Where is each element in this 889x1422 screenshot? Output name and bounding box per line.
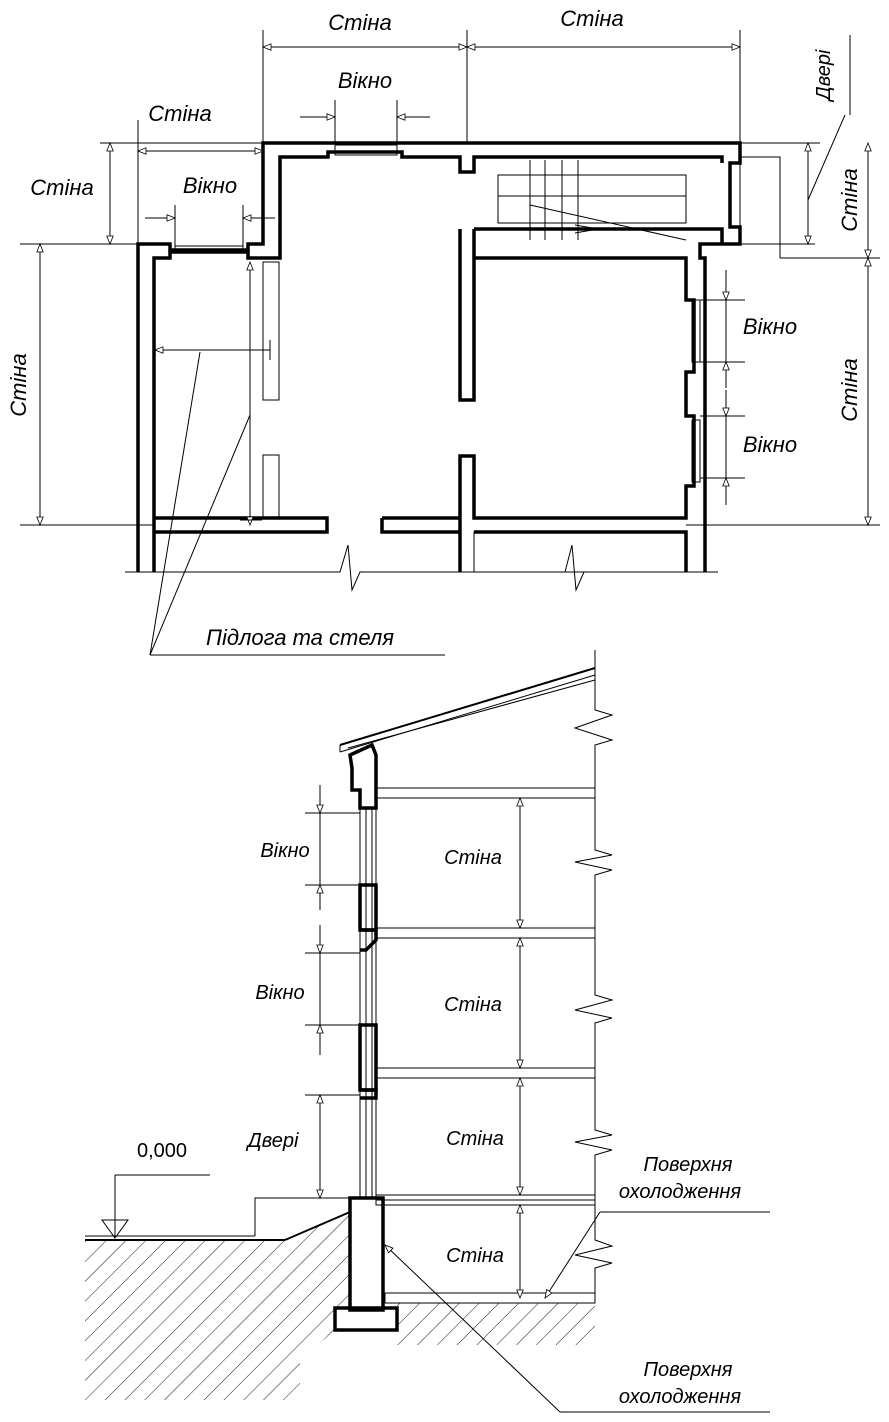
section-window-2-label: Вікно: [255, 982, 304, 1004]
plan-window-right-2: [691, 419, 701, 483]
plan-right-wall-long-label: Стіна: [837, 358, 862, 421]
plan-top-wall-right-label: Стіна: [560, 6, 623, 31]
section-right-break: [573, 650, 614, 1300]
section-ground: [85, 1197, 595, 1400]
building-section: 0,000 Вікно Вікно Двері Стіна: [85, 650, 770, 1413]
plan-right-window-1-label: Вікно: [743, 314, 797, 339]
plan-left-wall-top-label: Стіна: [148, 101, 211, 126]
plan-right-window-2-label: Вікно: [743, 432, 797, 457]
plan-top-wall-left-label: Стіна: [328, 10, 391, 35]
plan-strip-1: [262, 261, 280, 401]
plan-partition-lower: [458, 256, 696, 572]
section-floor-slabs: [375, 787, 596, 1304]
plan-left-window-label: Вікно: [183, 173, 237, 198]
plan-strip-2: [262, 454, 280, 519]
plan-dimensions-right: [686, 35, 880, 527]
cooling-surface-1-line2: охолодження: [619, 1181, 741, 1203]
floor-plan: Стіна Стіна Вікно Стіна Вікно Стіна Стін…: [6, 6, 880, 656]
section-wall-basement-label: Стіна: [446, 1245, 504, 1267]
section-wall-1-label: Стіна: [444, 847, 502, 869]
section-door-label: Двері: [246, 1130, 299, 1152]
plan-stair: [497, 160, 687, 241]
section-exterior-wall: [348, 742, 378, 1198]
plan-break-line: [125, 544, 718, 592]
section-dimensions-left: [305, 785, 360, 1200]
cooling-surface-1-line1: Поверхня: [644, 1154, 733, 1176]
plan-outer-walls: [136, 141, 742, 572]
section-wall-2-label: Стіна: [444, 994, 502, 1016]
plan-partition-top: [458, 227, 724, 402]
plan-lower-room: [473, 531, 687, 573]
plan-floor-ceiling-leader: [149, 351, 445, 656]
plan-dimensions-top: [136, 30, 742, 250]
section-window-1-label: Вікно: [260, 840, 309, 862]
cooling-surface-2-line2: охолодження: [619, 1386, 741, 1408]
level-mark-value: 0,000: [137, 1140, 187, 1162]
plan-dimensions-left: [20, 141, 271, 527]
plan-right-door-label: Двері: [813, 49, 835, 102]
section-wall-3-label: Стіна: [446, 1128, 504, 1150]
plan-door-projection: [739, 156, 781, 245]
cooling-surface-2-line1: Поверхня: [644, 1359, 733, 1381]
plan-left-wall-long-label: Стіна: [6, 353, 31, 416]
plan-top-window-label: Вікно: [338, 68, 392, 93]
plan-window-right-1: [691, 299, 701, 363]
plan-left-wall-side-label: Стіна: [30, 175, 93, 200]
level-mark: [101, 1174, 210, 1239]
plan-inner-walls: [152, 150, 724, 572]
plan-window-top: [334, 144, 398, 156]
plan-bottom-walls: [154, 516, 688, 572]
plan-right-wall-short-label: Стіна: [837, 168, 862, 231]
floor-ceiling-label: Підлога та стеля: [206, 625, 394, 650]
section-roof: [339, 667, 596, 753]
cooling-surface-leaders: [384, 1211, 770, 1413]
